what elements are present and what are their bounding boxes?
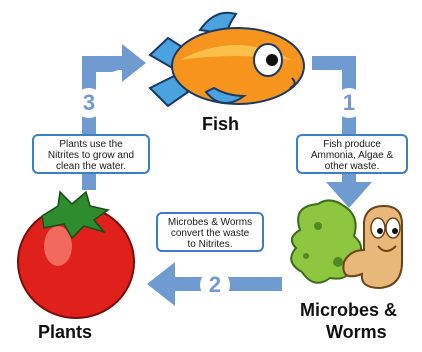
microbes-worm-illustration [291,200,402,288]
step-1-line-2: Ammonia, Algae & [302,150,402,161]
step-2-description: Microbes & Worms convert the waste to Ni… [156,212,264,252]
fish-label: Fish [202,114,239,134]
step-2-line-3: to Nitrites. [162,239,258,250]
step-1-line-1: Fish produce [302,139,402,150]
arrow-step-1 [312,56,372,208]
step-2-number: 2 [200,270,230,300]
step-1-number: 1 [334,88,364,118]
fish-illustration [150,13,304,106]
microbes-label-line-1: Microbes & [300,300,397,320]
step-3-line-3: clean the water. [38,161,144,172]
step-1-description: Fish produce Ammonia, Algae & other wast… [296,134,408,174]
step-3-description: Plants use the Nitrites to grow and clea… [32,134,150,174]
plants-label: Plants [38,322,92,342]
step-3-line-1: Plants use the [38,139,144,150]
step-3-line-2: Nitrites to grow and [38,150,144,161]
step-2-line-2: convert the waste [162,228,258,239]
tomato-illustration [18,192,134,318]
step-3-number: 3 [74,88,104,118]
step-1-line-3: other waste. [302,161,402,172]
microbes-label-line-2: Worms [326,322,387,342]
step-2-line-1: Microbes & Worms [162,217,258,228]
